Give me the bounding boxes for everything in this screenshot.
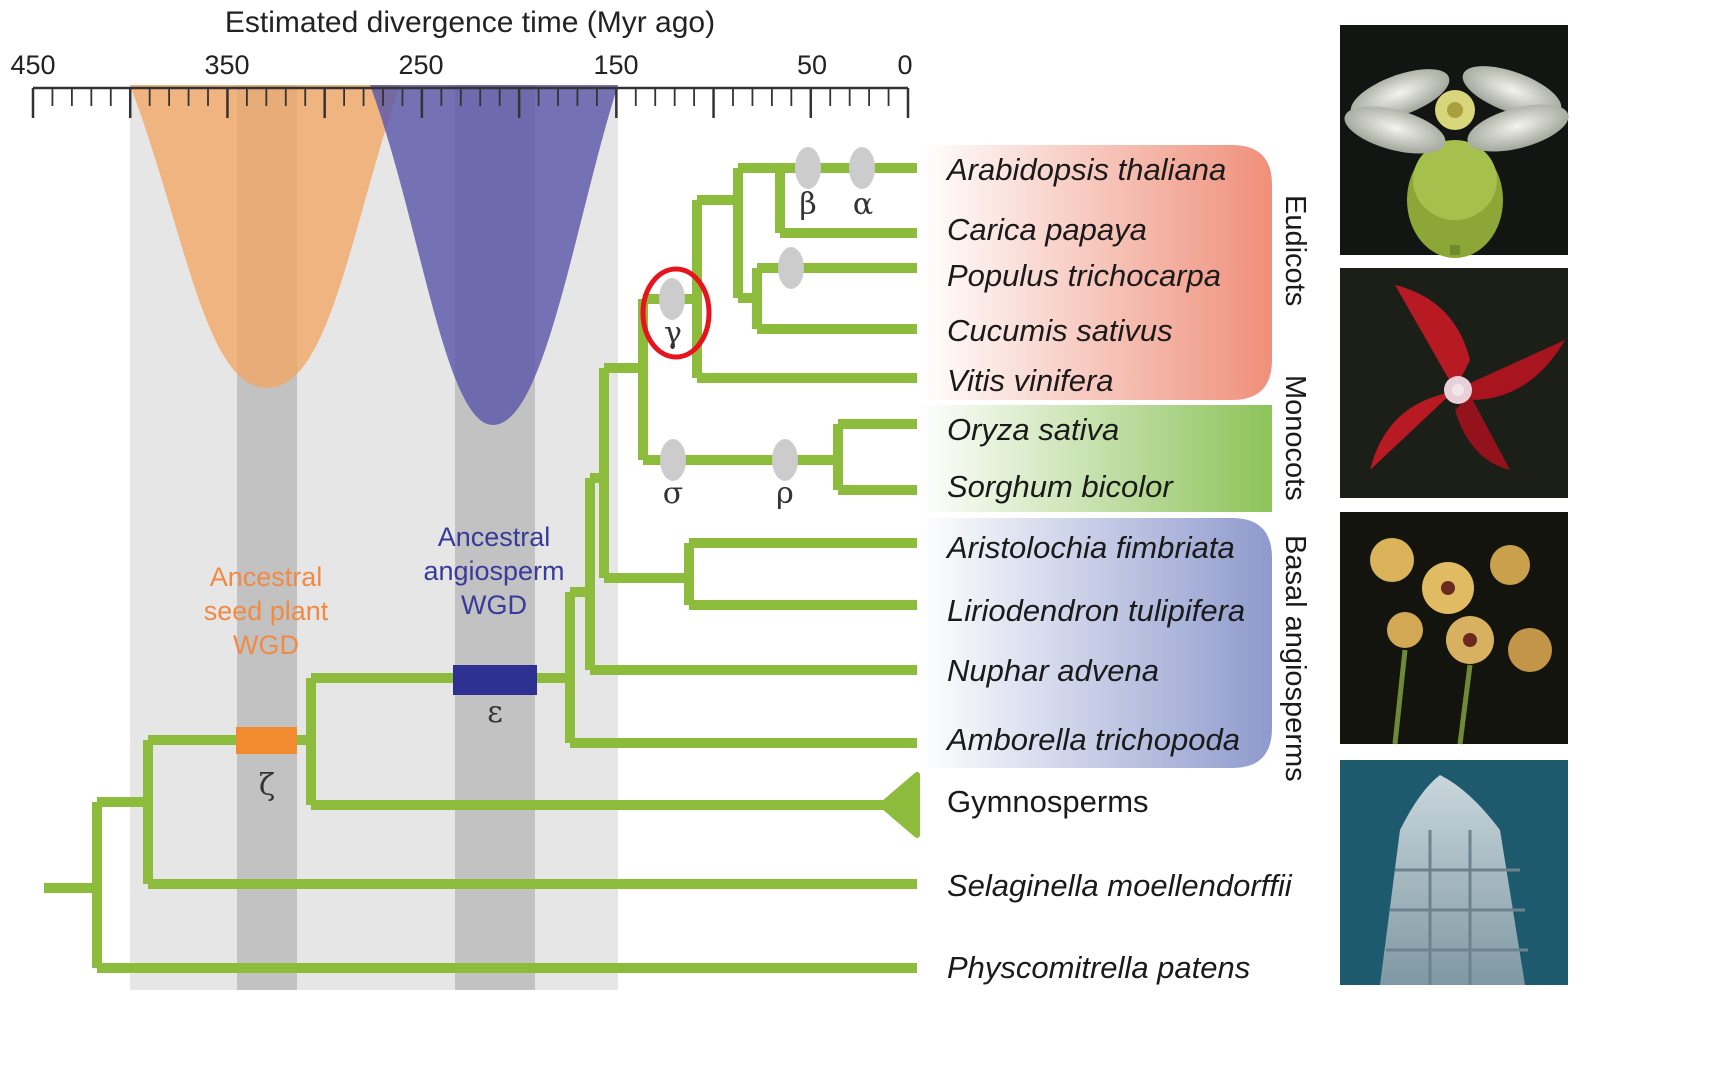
white-flower-photo [1340,25,1574,258]
taxon-gymnosperms: Gymnosperms [947,784,1149,819]
tick-label-0: 0 [897,50,912,80]
taxon-liriodendron: Liriodendron tulipifera [947,593,1245,628]
tick-label-450: 450 [10,50,55,80]
tick-label-250: 250 [398,50,443,80]
seed-plant-wgd-line1: Ancestral [210,562,323,592]
axis-title: Estimated divergence time (Myr ago) [225,6,715,39]
angiosperm-wgd-line2: angiosperm [423,556,564,586]
taxon-selaginella: Selaginella moellendorffii [947,868,1293,903]
taxon-oryza: Oryza sativa [947,412,1119,447]
alpha-oval [849,147,875,189]
alpha-label: α [853,187,873,222]
taxon-carica: Carica papaya [947,212,1147,247]
seed-plant-wgd-line2: seed plant [204,596,329,626]
taxon-vitis: Vitis vinifera [947,363,1114,398]
taxon-populus: Populus trichocarpa [947,258,1221,293]
sigma-oval [660,439,686,481]
angiosperm-wgd-line3: WGD [461,590,527,620]
red-trillium-photo [1340,268,1568,498]
rho-oval [772,439,798,481]
clade-label-basal-angiosperms: Basal angiosperms [1279,535,1311,782]
tick-label-350: 350 [204,50,249,80]
seed-plant-wgd-marker [236,727,297,754]
taxon-amborella: Amborella trichopoda [945,722,1240,757]
clade-label-eudicots: Eudicots [1279,195,1311,306]
taxon-cucumis: Cucumis sativus [947,313,1173,348]
cycad-cone-photo [1340,760,1568,985]
taxon-nuphar: Nuphar advena [947,653,1159,688]
taxon-aristolochia: Aristolochia fimbriata [945,530,1235,565]
populus-oval [778,247,804,289]
angiosperm-wgd-marker [453,665,537,695]
angiosperm-wgd-line1: Ancestral [438,522,551,552]
tick-label-150: 150 [593,50,638,80]
taxon-arabidopsis: Arabidopsis thaliana [945,152,1226,187]
beta-oval [795,147,821,189]
yellow-flower-cluster-photo [1340,512,1568,744]
gamma-oval [659,278,685,320]
tick-label-50: 50 [797,50,827,80]
rho-label: ρ [776,476,794,511]
zeta-label: ζ [259,768,275,803]
taxon-physcomitrella: Physcomitrella patens [947,950,1250,985]
gamma-label: γ [664,316,682,351]
beta-label: β [799,187,816,222]
sigma-label: σ [663,476,683,511]
seed-plant-wgd-line3: WGD [233,630,299,660]
epsilon-label: ε [487,695,503,730]
clade-label-monocots: Monocots [1279,375,1311,501]
taxon-sorghum: Sorghum bicolor [947,469,1174,504]
